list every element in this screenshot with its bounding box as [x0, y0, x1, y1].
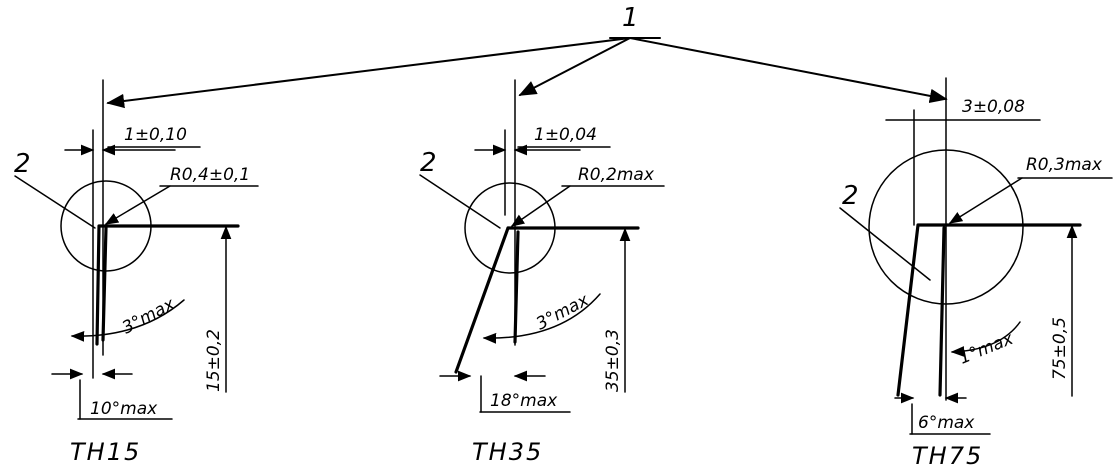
- th75-taper-arc: [950, 321, 1021, 357]
- profile-th35: 1±0,04 R0,2max 2 3°max 18°max 35±0,3 TH3…: [419, 79, 665, 466]
- th35-callout-2: 2: [420, 148, 437, 178]
- callout-1-leader-th35: [518, 37, 631, 96]
- profile-th15: 1±0,10 R0,4±0,1 2 3°max 10°max 15±0,2 TH…: [14, 79, 259, 466]
- th15-callout-2: 2: [14, 149, 31, 179]
- callout-2-leader-th75: [839, 207, 931, 281]
- th15-profile-shape: [95, 224, 240, 346]
- th15-height-label: 15±0,2: [204, 329, 224, 392]
- th35-profile-shape: [454, 226, 640, 374]
- th35-taper-label: 3°max: [533, 290, 593, 335]
- th75-side-label: 6°max: [918, 413, 975, 433]
- th15-radius-leader: [104, 185, 171, 225]
- th15-profile-name: TH15: [70, 438, 141, 466]
- callout-1-leader-th15: [106, 37, 631, 109]
- th75-profile-name: TH75: [912, 442, 983, 470]
- th75-width-label: 3±0,08: [962, 97, 1025, 117]
- th75-detail-circle: [868, 149, 1024, 305]
- th15-width-label: 1±0,10: [124, 125, 187, 145]
- th35-taper-arc: [482, 293, 601, 344]
- th15-taper-arc: [70, 299, 185, 342]
- callout-2-leader-th35: [419, 174, 501, 229]
- th75-radius-leader: [948, 177, 1023, 224]
- th35-profile-name: TH35: [472, 438, 543, 466]
- th75-radius-label: R0,3max: [1026, 155, 1103, 175]
- th75-callout-2: 2: [842, 181, 859, 211]
- th35-side-label: 18°max: [490, 391, 558, 411]
- th15-radius-label: R0,4±0,1: [170, 165, 250, 185]
- callout-1-leader-th75: [629, 37, 948, 103]
- th15-taper-label: 3°max: [119, 294, 179, 339]
- th75-height-label: 75±0,5: [1050, 317, 1070, 380]
- th15-side-label: 10°max: [90, 399, 158, 419]
- callout-1-label: 1: [622, 3, 639, 33]
- th35-height-label: 35±0,3: [603, 329, 623, 392]
- th35-radius-label: R0,2max: [578, 165, 655, 185]
- callout-2-leader-th15: [14, 175, 96, 229]
- th35-radius-leader: [510, 185, 571, 227]
- profile-th75: 3±0,08 R0,3max 2 1°max 6°max 75±0,5 TH75: [839, 77, 1113, 470]
- th35-width-label: 1±0,04: [534, 125, 597, 145]
- th75-profile-shape: [896, 223, 1082, 397]
- th75-taper-label: 1°max: [956, 329, 1017, 369]
- callout-1-group: 1: [106, 3, 948, 109]
